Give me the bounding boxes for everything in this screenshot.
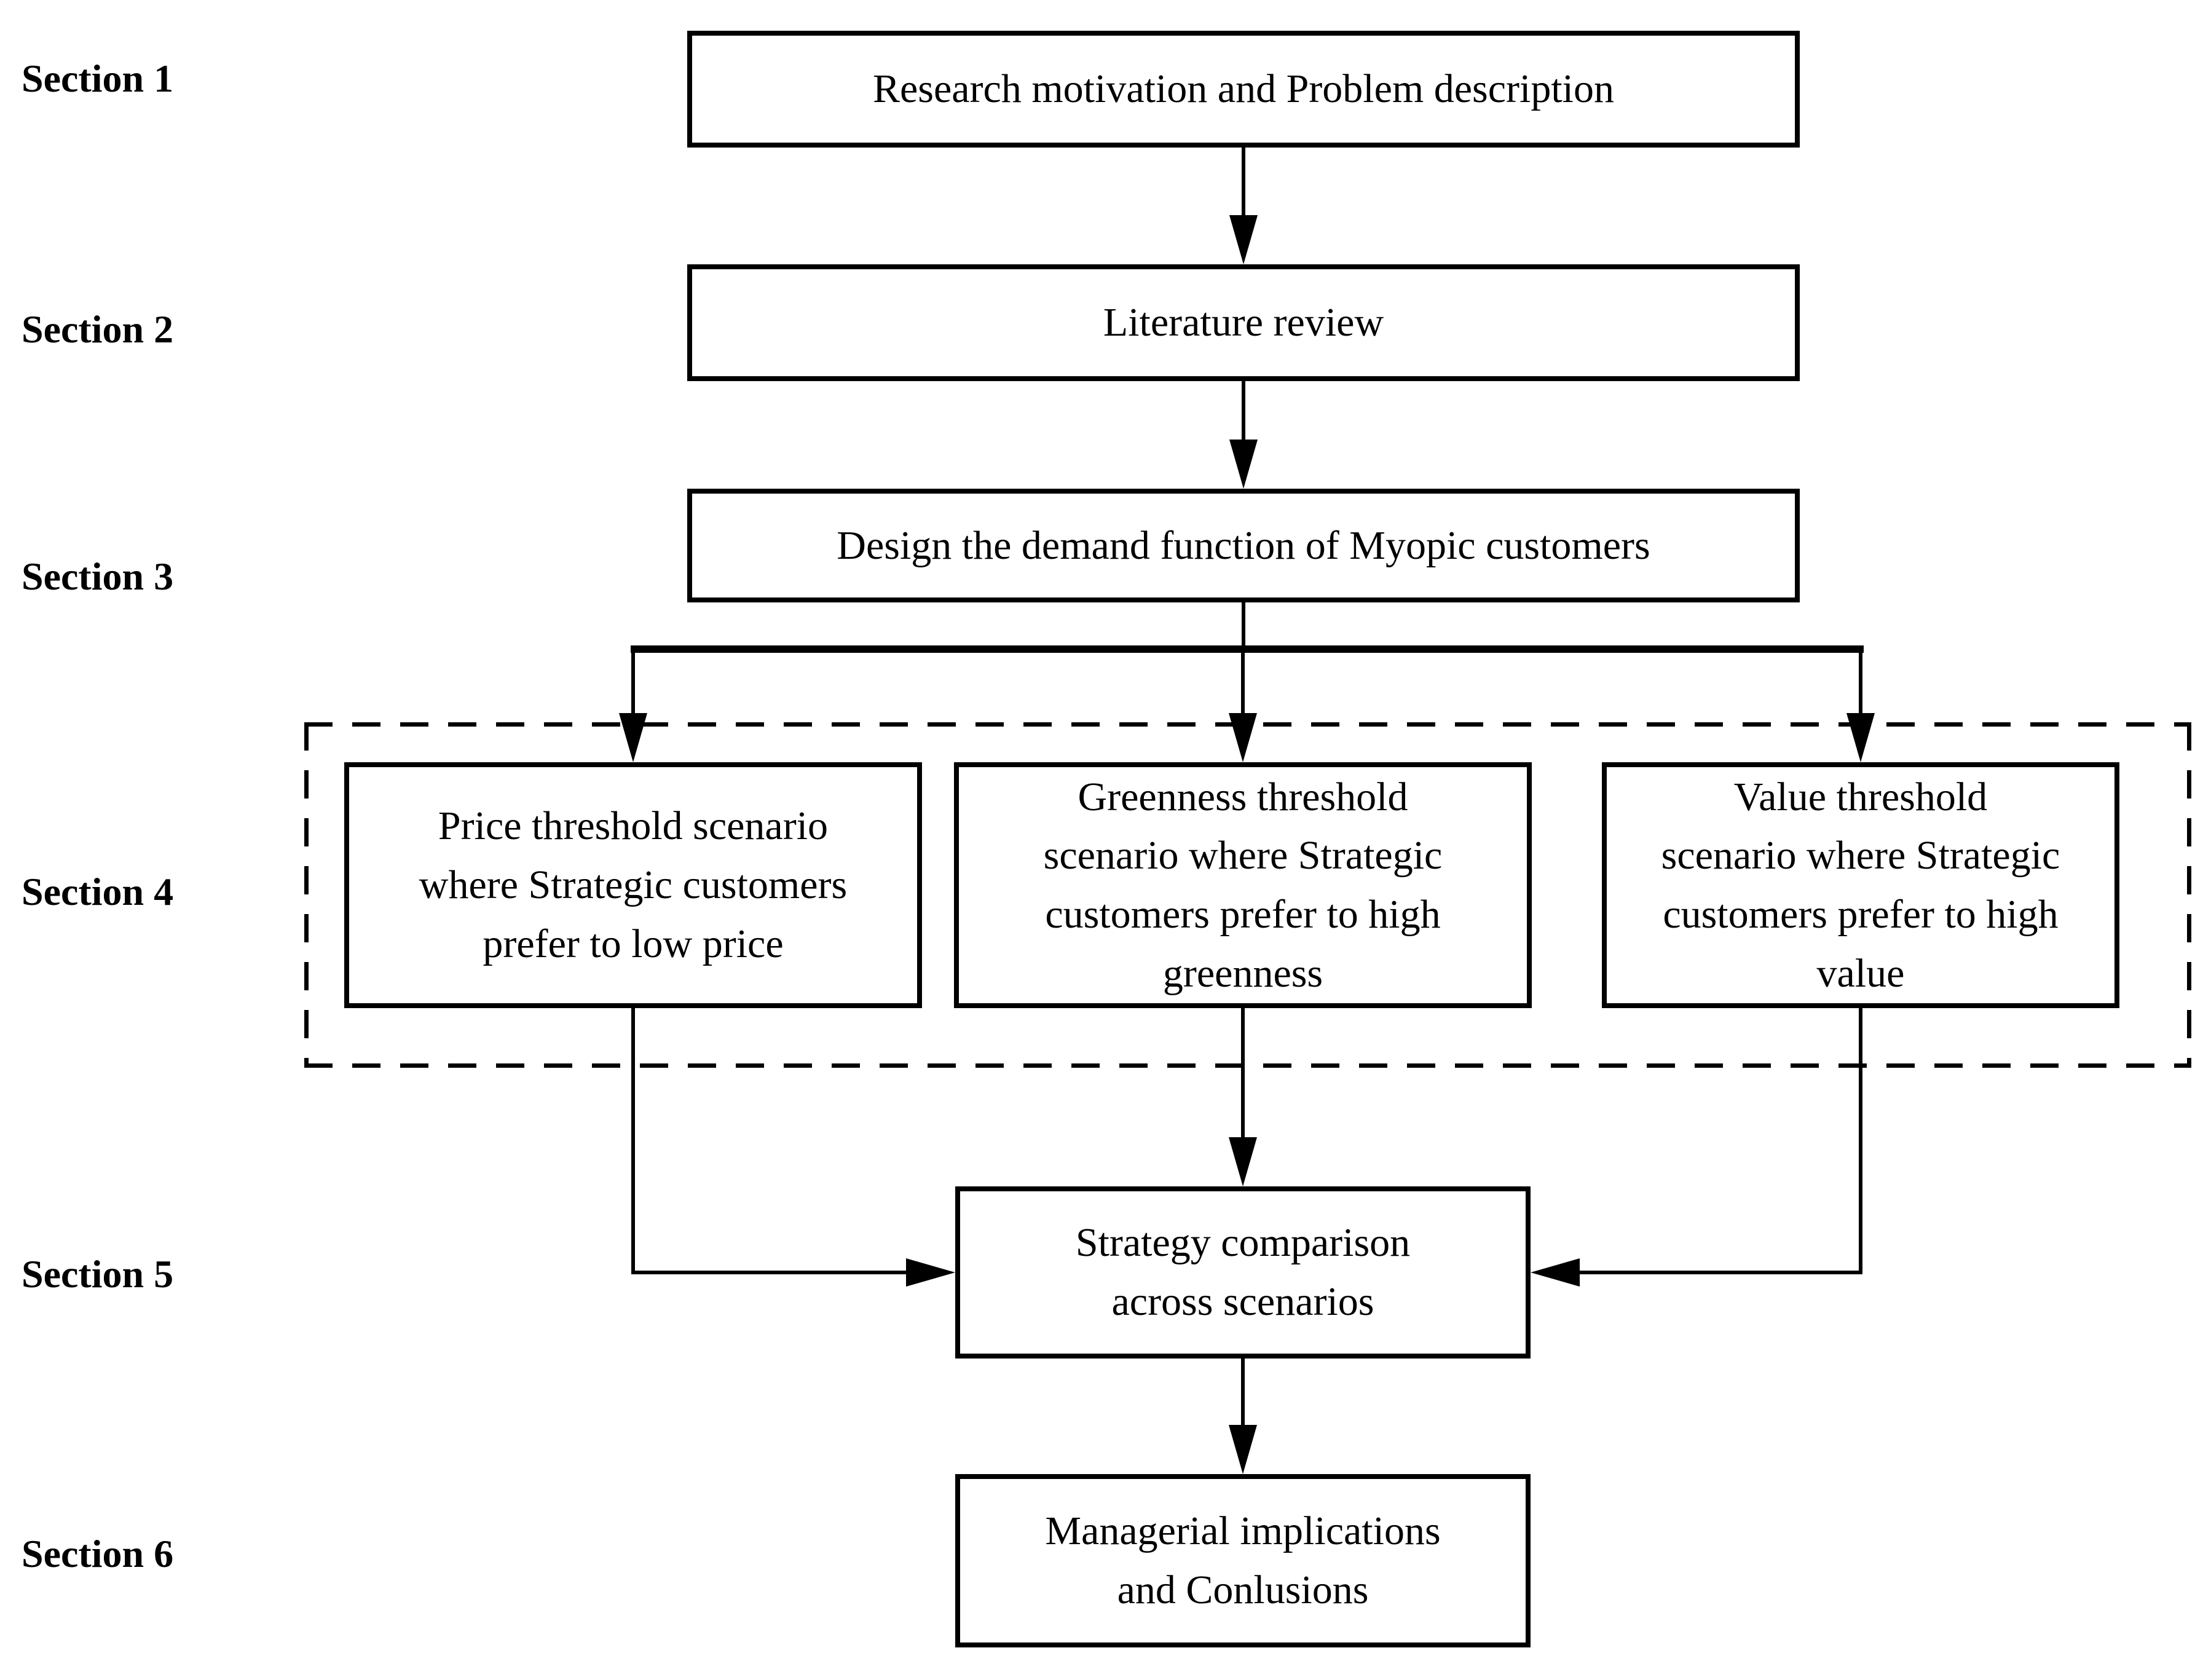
section-4-label: Section 4 (22, 870, 174, 913)
connector-split-to-greenness (1241, 653, 1245, 714)
arrowhead-down-into-comparison-icon (1229, 1137, 1257, 1186)
connector-greenness-to-comparison (1241, 1008, 1245, 1138)
node-literature-review: Literature review (687, 264, 1800, 381)
arrowhead-down-into-value-icon (1846, 713, 1875, 762)
connector-price-right-segment (631, 1271, 906, 1274)
arrowhead-down-into-literature-icon (1229, 215, 1258, 264)
connector-value-down-segment (1859, 1008, 1862, 1274)
node-price-threshold: Price threshold scenario where Strategic… (344, 762, 922, 1008)
node-greenness-threshold: Greenness threshold scenario where Strat… (954, 762, 1532, 1008)
node-demand-function: Design the demand function of Myopic cus… (687, 489, 1800, 602)
node-research-motivation: Research motivation and Problem descript… (687, 31, 1800, 148)
arrowhead-down-into-price-icon (619, 713, 647, 762)
node-strategy-comparison: Strategy comparison across scenarios (955, 1186, 1531, 1359)
connector-literature-to-demand (1242, 381, 1245, 441)
arrowhead-right-into-comparison-icon (906, 1258, 955, 1287)
connector-price-down-segment (631, 1008, 635, 1274)
arrowhead-left-into-comparison-icon (1531, 1258, 1580, 1287)
connector-split-to-price (631, 653, 635, 714)
node-managerial-implications: Managerial implications and Conlusions (955, 1474, 1531, 1647)
connector-research-to-literature (1242, 148, 1245, 216)
connector-split-to-value (1859, 653, 1862, 714)
connector-comparison-to-managerial (1241, 1359, 1245, 1426)
section-5-label: Section 5 (22, 1252, 174, 1296)
section-2-label: Section 2 (22, 307, 174, 351)
arrowhead-down-into-managerial-icon (1229, 1425, 1257, 1474)
connector-value-left-segment (1580, 1271, 1862, 1274)
connector-demand-to-split (1242, 602, 1245, 649)
arrowhead-down-into-greenness-icon (1229, 713, 1257, 762)
section-1-label: Section 1 (22, 57, 174, 100)
section-6-label: Section 6 (22, 1532, 174, 1575)
node-value-threshold: Value threshold scenario where Strategic… (1602, 762, 2119, 1008)
section-3-label: Section 3 (22, 554, 174, 598)
arrowhead-down-into-demand-icon (1229, 440, 1258, 489)
connector-split-bar (631, 645, 1864, 653)
